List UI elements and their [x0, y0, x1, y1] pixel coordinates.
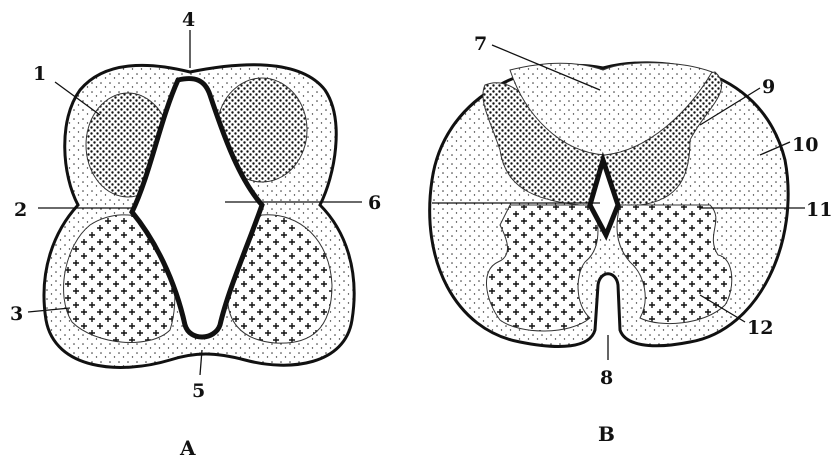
label-6: 6 [368, 192, 381, 214]
label-10: 10 [792, 134, 818, 156]
panel-a-section: 1 2 3 4 5 6 A [10, 9, 381, 460]
label-1: 1 [33, 63, 46, 85]
ventral-horn-right-b [616, 204, 733, 325]
caption-b: B [598, 422, 615, 446]
caption-a: A [179, 436, 196, 460]
central-canal-b [587, 151, 621, 241]
label-7: 7 [474, 33, 487, 55]
panel-b-section: 7 8 9 10 11 12 B [428, 33, 832, 446]
label-3: 3 [10, 303, 23, 325]
label-12: 12 [747, 317, 773, 339]
central-cavity [129, 76, 265, 340]
label-4: 4 [182, 9, 195, 31]
label-2: 2 [14, 199, 27, 221]
label-8: 8 [600, 367, 613, 389]
label-11: 11 [806, 199, 832, 221]
label-5: 5 [192, 380, 205, 402]
label-9: 9 [762, 76, 775, 98]
ventral-horn-left-b [485, 204, 599, 332]
dorsal-column-b [509, 62, 713, 156]
